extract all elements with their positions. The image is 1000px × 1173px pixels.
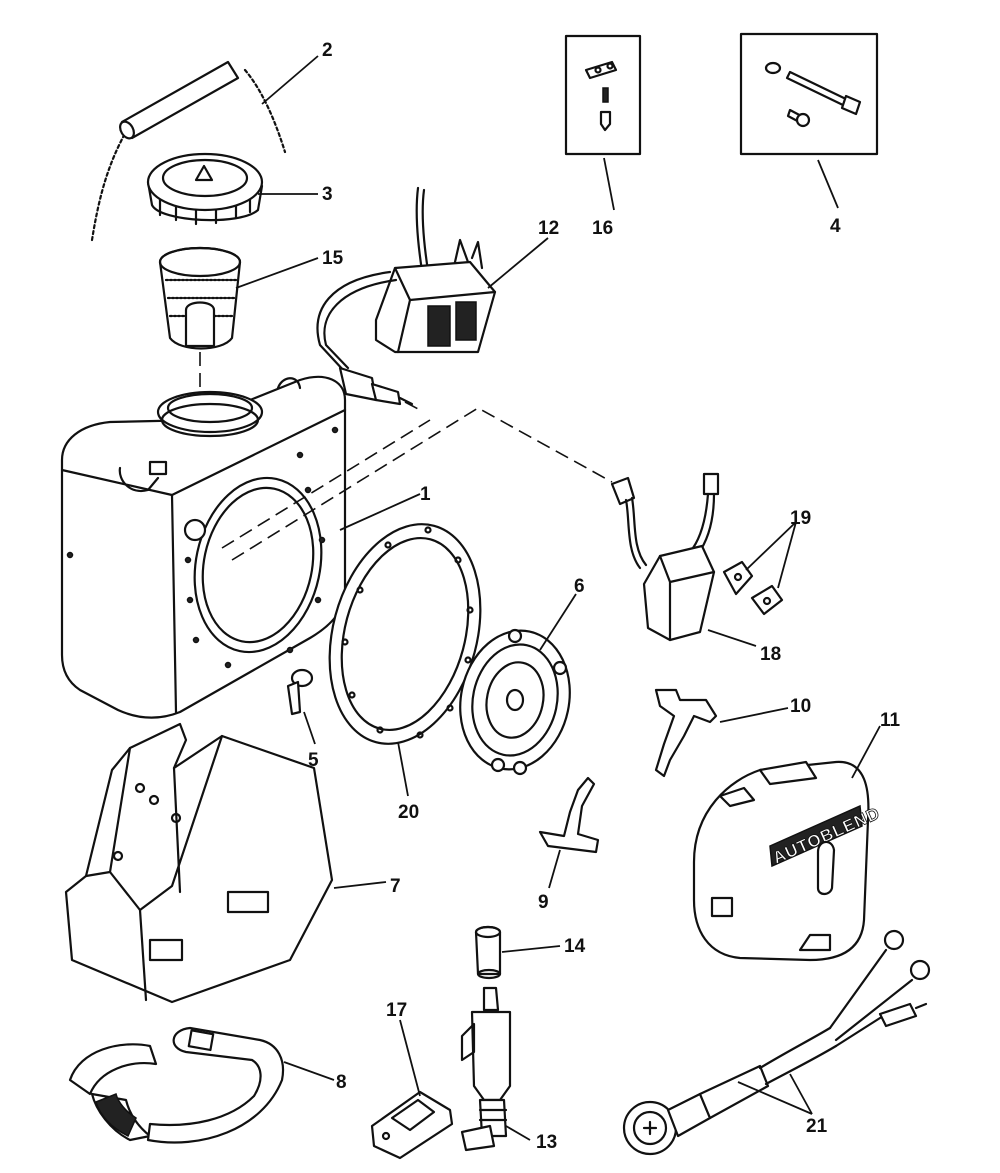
- wire-routing-lines: [221, 401, 613, 561]
- callout-10: 10: [790, 696, 811, 717]
- callout-14: 14: [564, 936, 586, 957]
- part-7-tray: [64, 722, 334, 1004]
- callout-1: 1: [420, 484, 431, 505]
- callout-13: 13: [536, 1132, 557, 1153]
- callout-17: 17: [386, 1000, 407, 1021]
- callout-21: 21: [806, 1116, 828, 1137]
- part-19-clips: [722, 560, 784, 616]
- callout-3: 3: [322, 184, 333, 205]
- part-14-sleeve: [474, 925, 502, 980]
- callout-15: 15: [322, 248, 344, 269]
- callout-8: 8: [336, 1072, 347, 1093]
- callout-11: 11: [880, 710, 901, 731]
- part-11-autoblend-cover: AUTOBLEND: [692, 760, 883, 962]
- callout-7: 7: [390, 876, 401, 897]
- part-4-hardware-box: [739, 32, 879, 156]
- callout-12: 12: [538, 218, 559, 239]
- part-16-hardware-box: [564, 34, 642, 156]
- part-21-harness: [622, 929, 931, 1156]
- callout-19: 19: [790, 508, 811, 529]
- part-6-diaphragm: [459, 628, 571, 776]
- part-13-fitting: [460, 986, 512, 1152]
- part-5-screw: [286, 668, 314, 716]
- leader-lines: [235, 55, 881, 1141]
- callout-16: 16: [592, 218, 613, 239]
- part-18-module: [610, 472, 720, 642]
- callout-5: 5: [308, 750, 319, 771]
- part-1-oil-tank: [60, 375, 347, 719]
- callout-4: 4: [830, 216, 841, 237]
- callout-2: 2: [322, 40, 333, 61]
- part-3-filler-cap: [146, 152, 264, 226]
- callout-6: 6: [574, 576, 585, 597]
- part-20-gasket: [328, 523, 482, 745]
- callout-18: 18: [760, 644, 781, 665]
- part-8-straps: [68, 1026, 285, 1144]
- part-12-sensor-module: [316, 186, 497, 406]
- callout-9: 9: [538, 892, 549, 913]
- callout-labels: 2 3 15 12 1 5 20 6 16 4 19 18 10 11 7 9 …: [308, 40, 901, 1153]
- callout-20: 20: [398, 802, 419, 823]
- part-2-strap-cable: [90, 60, 287, 242]
- part-10-bracket: [654, 688, 718, 778]
- part-17-plate: [370, 1090, 454, 1160]
- part-15-strainer: [158, 246, 242, 350]
- part-9-bracket: [538, 776, 600, 854]
